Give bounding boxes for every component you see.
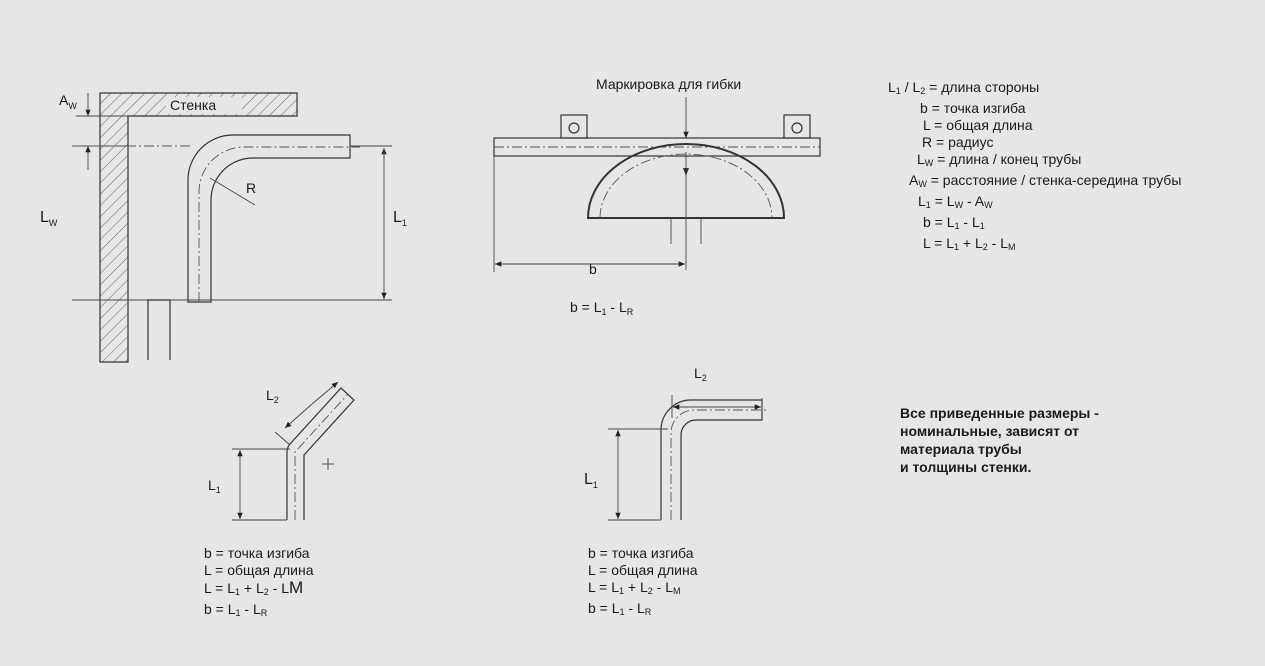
figure-angled-bend: L2 L1 (208, 381, 355, 521)
right-angle-pipe (660, 399, 763, 520)
formula-line: L = L1 + L2 - LM (204, 578, 304, 597)
formula-line: L = общая длина (588, 562, 698, 578)
radius-label: R (246, 180, 256, 196)
formula-line: L = общая длина (923, 117, 1033, 133)
angled-pipe (286, 387, 355, 520)
figure-bending-machine: Маркировка для гибки b b = L1 - LR (493, 76, 821, 317)
l2-label-right: L2 (694, 365, 707, 383)
formula-line: R = радиус (922, 134, 994, 150)
formula-line: b = L1 - LR (204, 601, 268, 618)
formula-line: b = точка изгиба (588, 545, 694, 561)
bending-former (586, 143, 786, 219)
figure-right-angle-bend: L2 L1 (584, 365, 766, 521)
wall-label: Стенка (170, 97, 216, 113)
b-label: b (589, 261, 597, 277)
formula-line: L = L1 + L2 - LM (588, 579, 681, 596)
l2-label-angled: L2 (266, 387, 279, 405)
radius-line (209, 177, 256, 206)
formula-line: b = L1 - LR (588, 600, 652, 617)
dimensions-note: Все приведенные размеры - номинальные, з… (900, 402, 1200, 476)
aw-label: AW (59, 92, 77, 111)
l1-label-angled: L1 (208, 477, 221, 495)
wall-label-bg (166, 97, 242, 114)
note-line: материала трубы (900, 441, 1022, 457)
clamp-left (560, 114, 588, 139)
formula-line: b = L1 - L1 (923, 214, 985, 231)
note-line: Все приведенные размеры - (900, 405, 1099, 421)
l1-label: L1 (393, 209, 407, 228)
note-line: номинальные, зависят от (900, 423, 1080, 439)
formula-line: LW = длина / конец трубы (917, 151, 1082, 168)
b-formula: b = L1 - LR (570, 299, 634, 317)
figure-wall-bend: Стенка AW R L1 LW (40, 92, 407, 363)
l1-label-right: L1 (584, 471, 598, 490)
formula-line: L = L1 + L2 - LM (923, 235, 1016, 252)
pipe-centerline (198, 146, 360, 302)
formula-line: L1 = LW - AW (918, 193, 993, 210)
formula-line: b = точка изгиба (920, 100, 1026, 116)
wall-shape (99, 92, 298, 363)
clamp-right (783, 114, 811, 139)
note-line: и толщины стенки. (900, 459, 1032, 475)
formula-line: L = общая длина (204, 562, 314, 578)
formula-line: b = точка изгиба (204, 545, 310, 561)
formula-line: L1 / L2 = длина стороны (888, 79, 1040, 96)
lw-label: LW (40, 209, 58, 228)
formula-line: AW = расстояние / стенка-середина трубы (909, 172, 1182, 189)
bend-marking-title: Маркировка для гибки (596, 76, 741, 92)
pipe-outline (187, 134, 351, 303)
